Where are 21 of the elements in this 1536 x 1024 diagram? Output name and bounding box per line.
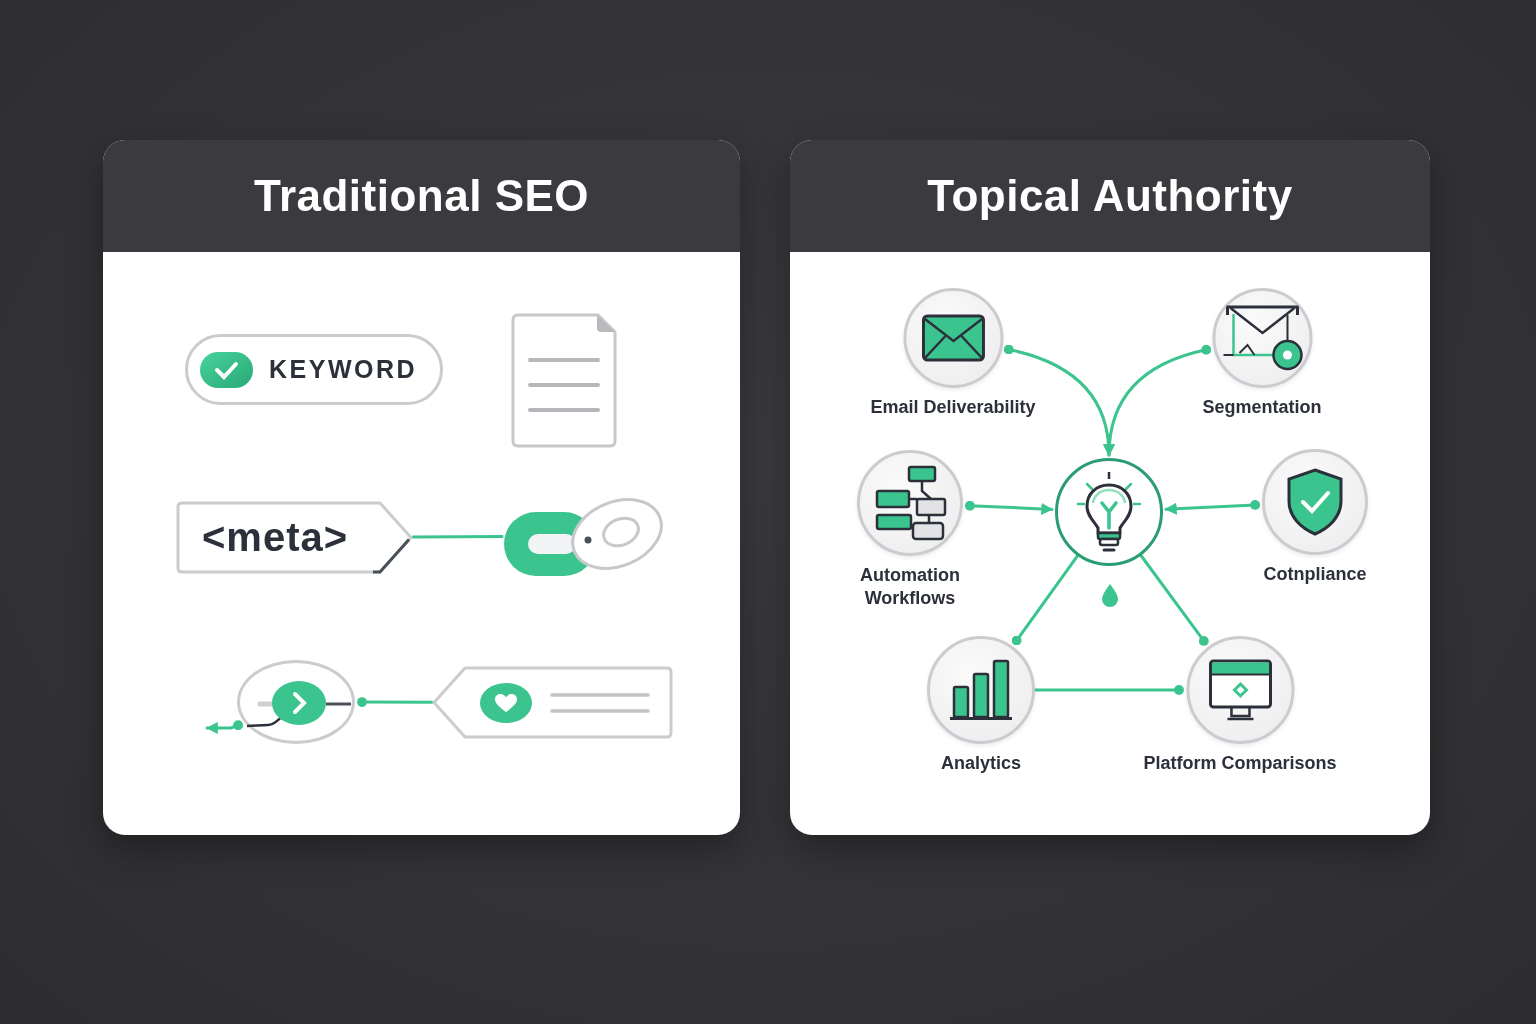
topic-label: Platform Comparisons bbox=[1143, 752, 1337, 775]
comparison-panel bbox=[790, 140, 1430, 835]
connector bbox=[964, 500, 1054, 515]
connector bbox=[1164, 499, 1261, 515]
comparison-panel bbox=[103, 140, 740, 835]
connector bbox=[357, 697, 434, 708]
connector bbox=[1103, 344, 1212, 457]
panel-title: Topical Authority bbox=[927, 171, 1293, 221]
topic-label: Automation Workflows bbox=[859, 564, 961, 611]
topic-label: Analytics bbox=[940, 752, 1021, 775]
keyword-text: KEYWORD bbox=[269, 355, 418, 384]
code-text: <meta> bbox=[202, 515, 349, 560]
connector bbox=[1139, 554, 1209, 646]
topic-label: Segmentation bbox=[1202, 396, 1322, 419]
connector bbox=[205, 720, 244, 734]
connector bbox=[1033, 685, 1184, 695]
topic-label: Cotnpliance bbox=[1263, 563, 1367, 586]
connector bbox=[411, 534, 504, 539]
topic-label: Email Deliverability bbox=[870, 396, 1036, 419]
connector bbox=[1011, 554, 1079, 646]
panel-title: Traditional SEO bbox=[253, 171, 590, 221]
